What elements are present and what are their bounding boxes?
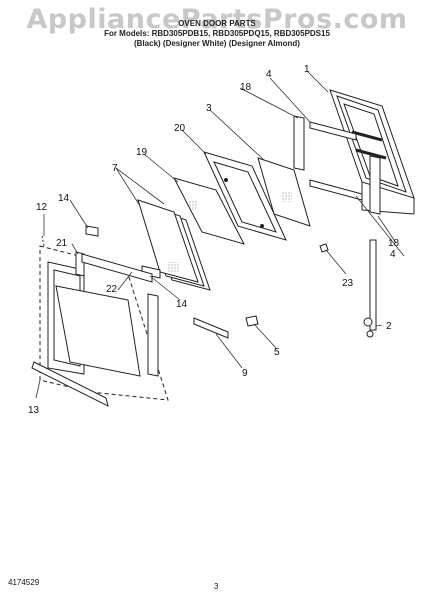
part-number: 4174529 <box>8 578 40 587</box>
page-number: 3 <box>214 582 219 591</box>
inner-glass-panels <box>137 199 211 291</box>
door-hinge <box>363 239 377 338</box>
door-liner-assembly <box>39 235 169 401</box>
callout-18-upper: 18 <box>240 82 252 93</box>
callout-20: 20 <box>174 123 186 134</box>
title-line-3: (Black) (Designer White) (Designer Almon… <box>134 39 300 48</box>
door-bottom-handle-trim <box>31 361 109 407</box>
callout-9: 9 <box>242 368 248 379</box>
callout-12: 12 <box>36 202 48 213</box>
callout-14-lower: 14 <box>176 299 188 310</box>
outer-window-glass <box>257 157 311 227</box>
diagram-title: OVEN DOOR PARTS For Models: RBD305PDB15,… <box>0 19 434 49</box>
door-trim-channel-lower <box>309 179 363 201</box>
callout-4-lower: 4 <box>390 249 396 260</box>
callout-1: 1 <box>304 64 310 75</box>
insulation-shield <box>173 177 245 245</box>
callout-5: 5 <box>274 347 280 358</box>
callout-21: 21 <box>56 238 68 249</box>
door-trim-channel-upper <box>309 121 357 141</box>
callout-4-upper: 4 <box>266 69 272 80</box>
door-side-trim-bottom <box>369 155 381 215</box>
title-line-1: OVEN DOOR PARTS <box>178 19 256 28</box>
callout-3: 3 <box>206 103 212 114</box>
callout-13: 13 <box>28 405 40 416</box>
callout-18-lower: 18 <box>388 238 400 249</box>
door-side-trim-top <box>293 115 305 171</box>
callout-23: 23 <box>342 278 354 289</box>
callout-2: 2 <box>386 321 392 332</box>
watermark-text: AppliancePartsPros.com <box>26 4 408 35</box>
title-line-2: For Models: RBD305PDB15, RBD305PDQ15, RB… <box>104 29 330 38</box>
inner-door-frame <box>203 151 287 241</box>
callout-19: 19 <box>136 147 148 158</box>
leader-lines <box>35 71 405 399</box>
callout-7: 7 <box>112 163 118 174</box>
door-vent-trim <box>193 317 229 339</box>
glass-clip-upper <box>85 225 99 237</box>
callout-22: 22 <box>106 284 118 295</box>
hinge-bracket <box>245 315 259 327</box>
callout-14-upper: 14 <box>58 193 70 204</box>
